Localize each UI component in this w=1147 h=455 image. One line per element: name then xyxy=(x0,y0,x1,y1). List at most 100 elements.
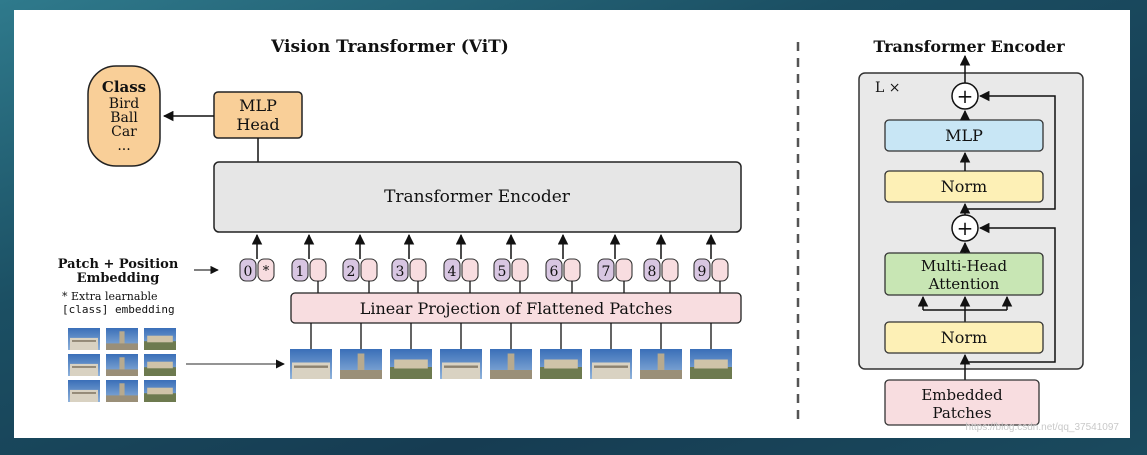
position-embedding xyxy=(391,258,409,282)
norm-block-label: Norm xyxy=(941,177,987,196)
patch-embedding xyxy=(711,258,729,282)
class-token-marker: * xyxy=(263,264,270,279)
position-embedding xyxy=(597,258,615,282)
photo-patch-icon xyxy=(440,349,482,379)
norm-block-bottom xyxy=(884,321,1044,354)
photo-patch-icon xyxy=(290,349,332,379)
position-index: 6 xyxy=(550,264,559,280)
patch-embedding xyxy=(257,258,275,282)
patch-embedding xyxy=(309,258,327,282)
class-item: Car xyxy=(111,124,137,140)
patch-embedding xyxy=(563,258,581,282)
class-output-box xyxy=(87,65,161,167)
extra-note: [class] embedding xyxy=(62,303,175,316)
position-index: 5 xyxy=(498,264,507,280)
photo-patch-icon xyxy=(640,349,682,379)
token-pair: 5 xyxy=(493,233,529,293)
photo-patch-icon xyxy=(68,328,100,350)
plus-symbol: + xyxy=(957,216,974,240)
position-index: 2 xyxy=(347,264,356,280)
token-pair: 0* xyxy=(239,233,275,282)
position-index: 1 xyxy=(296,264,305,280)
token-pair: 7 xyxy=(597,233,633,293)
vit-title: Vision Transformer (ViT) xyxy=(270,37,509,57)
token-pair: 9 xyxy=(693,233,729,293)
class-item: Bird xyxy=(109,96,139,112)
photo-patch-icon xyxy=(68,354,100,376)
photo-patch-icon xyxy=(106,328,138,350)
photo-patch-icon xyxy=(144,380,176,402)
norm-block-top xyxy=(884,170,1044,203)
residual-add-top xyxy=(951,82,979,110)
photo-patch-icon xyxy=(106,380,138,402)
photo-patch-icon xyxy=(690,349,732,379)
encoder-detail-title: Transformer Encoder xyxy=(873,37,1065,56)
mlp-block-label: MLP xyxy=(945,126,983,145)
photo-patch-icon xyxy=(490,349,532,379)
patch-embedding xyxy=(615,258,633,282)
linear-projection-box xyxy=(290,292,742,324)
patch-embedding xyxy=(360,258,378,282)
slide-panel: Vision Transformer (ViT) Class Bird Ball… xyxy=(14,10,1130,438)
position-index: 9 xyxy=(698,264,707,280)
position-embedding xyxy=(443,258,461,282)
norm-block-label: Norm xyxy=(941,328,987,347)
position-embedding xyxy=(643,258,661,282)
photo-patch-icon xyxy=(68,380,100,402)
image-patches xyxy=(68,323,732,402)
plus-symbol: + xyxy=(957,84,974,108)
photo-patch-icon xyxy=(590,349,632,379)
photo-patch-icon xyxy=(144,328,176,350)
patch-embedding xyxy=(409,258,427,282)
position-embedding xyxy=(342,258,360,282)
position-index: 7 xyxy=(602,264,611,280)
position-index: 3 xyxy=(396,264,405,280)
repeat-label: L × xyxy=(875,80,900,96)
patch-embedding xyxy=(511,258,529,282)
token-pair: 6 xyxy=(545,233,581,293)
linear-projection-label: Linear Projection of Flattened Patches xyxy=(360,299,673,318)
photo-patch-icon xyxy=(390,349,432,379)
class-item: Ball xyxy=(110,110,138,126)
photo-patch-icon xyxy=(540,349,582,379)
token-pair: 3 xyxy=(391,233,427,293)
mlp-head-label: Head xyxy=(236,115,279,134)
class-heading: Class xyxy=(102,78,146,96)
position-embedding xyxy=(493,258,511,282)
token-pair: 1 xyxy=(291,233,327,293)
token-pair: 4 xyxy=(443,233,479,293)
photo-patch-icon xyxy=(144,354,176,376)
patch-embedding xyxy=(661,258,679,282)
attention-block xyxy=(884,252,1044,296)
position-index: 0 xyxy=(244,264,253,280)
position-embedding xyxy=(545,258,563,282)
residual-connection-bottom xyxy=(965,222,1056,363)
residual-connection-top xyxy=(965,90,1056,210)
embedded-patches-box xyxy=(884,379,1040,426)
position-embedding xyxy=(693,258,711,282)
position-embedding xyxy=(291,258,309,282)
embedding-label: Embedding xyxy=(77,271,160,286)
embedded-patches-label: Embedded xyxy=(921,386,1003,404)
class-item: ... xyxy=(117,138,130,154)
position-index: 4 xyxy=(448,264,457,280)
photo-patch-icon xyxy=(340,349,382,379)
mlp-head-label: MLP xyxy=(239,96,277,115)
token-pair: 8 xyxy=(643,233,679,293)
token-pair: 2 xyxy=(342,233,378,293)
attention-block-label: Multi-Head xyxy=(921,257,1008,275)
patch-embedding xyxy=(461,258,479,282)
chevron-right-icon[interactable] xyxy=(1076,220,1120,280)
vit-diagram: Vision Transformer (ViT) Class Bird Ball… xyxy=(58,37,1120,433)
position-embedding xyxy=(239,258,257,282)
transformer-encoder-label: Transformer Encoder xyxy=(384,187,571,207)
watermark: https://blog.csdn.net/qq_37541097 xyxy=(966,422,1120,433)
extra-note: * Extra learnable xyxy=(62,290,158,303)
position-index: 8 xyxy=(648,264,657,280)
transformer-encoder-box xyxy=(213,161,742,233)
attention-block-label: Attention xyxy=(928,275,1000,293)
embedded-patches-label: Patches xyxy=(932,404,991,422)
embedding-label: Patch + Position xyxy=(58,257,179,272)
photo-patch-icon xyxy=(106,354,138,376)
